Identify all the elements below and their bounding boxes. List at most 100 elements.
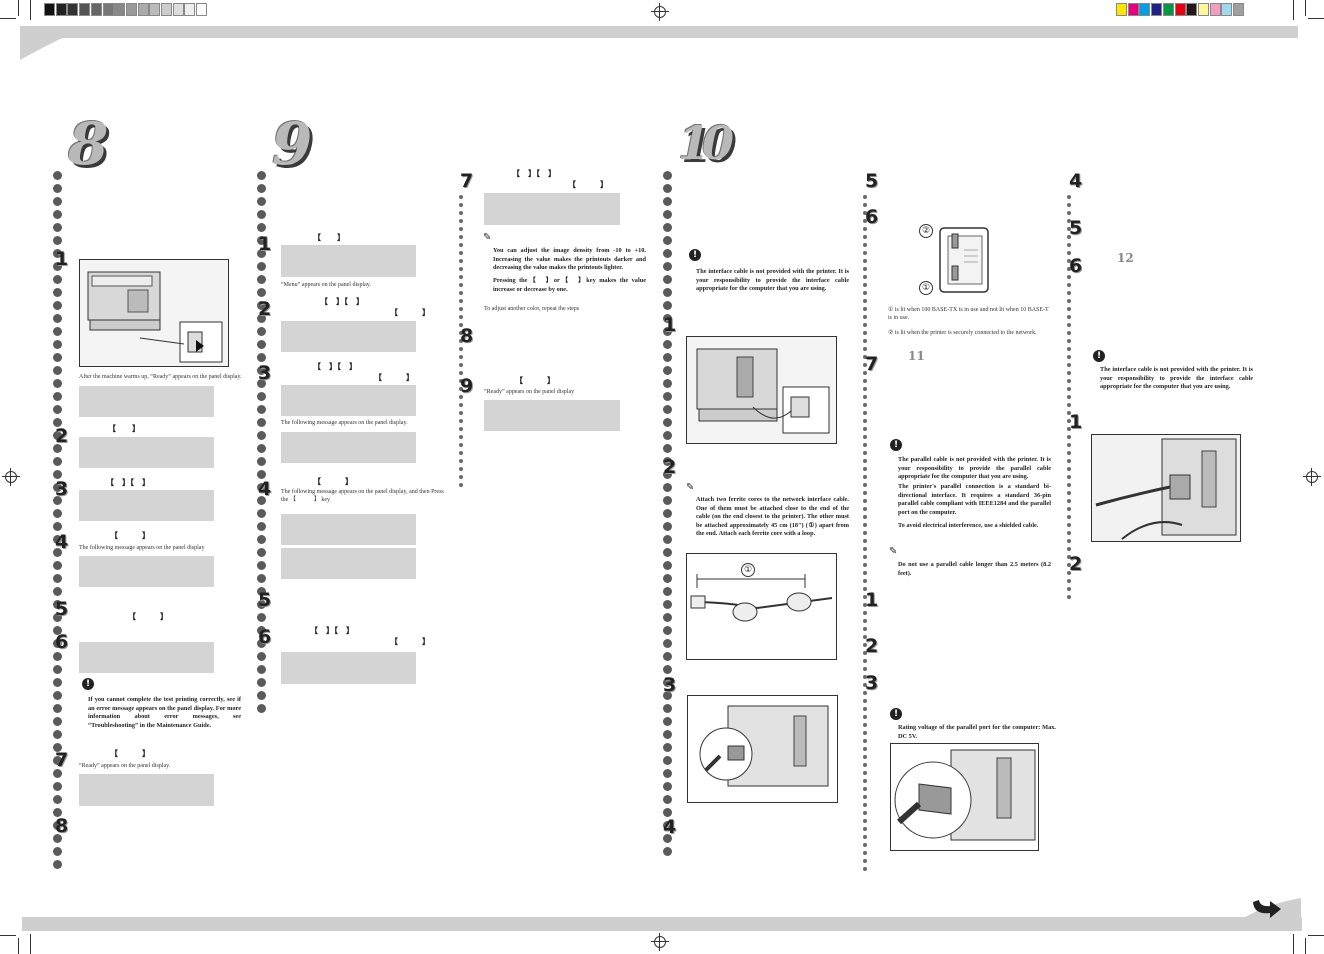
rail-dot bbox=[257, 301, 266, 310]
rail-dot bbox=[863, 835, 867, 839]
rail-dot bbox=[257, 210, 266, 219]
rail-dot bbox=[257, 678, 266, 687]
rail-dot bbox=[53, 704, 62, 713]
trim-mark bbox=[18, 0, 19, 16]
step-number: 3 bbox=[258, 362, 272, 384]
rail-dot bbox=[663, 444, 672, 453]
step-number: 2 bbox=[258, 298, 272, 320]
rail-dot bbox=[257, 574, 266, 583]
rail-dot bbox=[1067, 323, 1071, 327]
rail-dot bbox=[663, 210, 672, 219]
rail-dot bbox=[663, 743, 672, 752]
rail-dot bbox=[1067, 467, 1071, 471]
panel-display bbox=[79, 437, 214, 468]
rail-dot bbox=[53, 470, 62, 479]
step-number: 6 bbox=[1069, 255, 1083, 277]
color-swatch bbox=[44, 3, 55, 16]
color-swatch bbox=[79, 3, 91, 16]
rail-dot bbox=[863, 595, 867, 599]
ferrite-core-illustration bbox=[686, 553, 837, 660]
rail-dot bbox=[663, 327, 672, 336]
rail-dot bbox=[53, 288, 62, 297]
rail-dot bbox=[1067, 195, 1071, 199]
rail-dot bbox=[1067, 283, 1071, 287]
rail-dot bbox=[663, 717, 672, 726]
interface-cable-warning: The interface cable is not provided with… bbox=[696, 268, 849, 292]
trim-mark bbox=[30, 934, 31, 954]
rail-dot bbox=[863, 859, 867, 863]
rail-dot bbox=[53, 561, 62, 570]
parallel-cable-warning: The parallel cable is not provided with … bbox=[898, 456, 1051, 480]
color-swatch bbox=[102, 3, 114, 16]
rail-dot bbox=[863, 459, 867, 463]
rail-dot bbox=[1067, 451, 1071, 455]
color-swatch bbox=[90, 3, 102, 16]
rail-dot bbox=[257, 197, 266, 206]
key-label: 【 】 bbox=[390, 637, 430, 646]
color-swatch bbox=[137, 3, 149, 16]
rail-dot bbox=[863, 195, 867, 199]
rail-dot bbox=[663, 678, 672, 687]
rail-dot bbox=[459, 227, 463, 231]
key-label: 【 】 bbox=[108, 424, 140, 433]
section-number: 8 bbox=[68, 110, 108, 178]
rail-dot bbox=[663, 821, 672, 830]
footer-band bbox=[22, 917, 1302, 931]
rail-dot bbox=[53, 236, 62, 245]
panel-display bbox=[79, 490, 214, 521]
key-label: 【 】【 】 bbox=[313, 362, 357, 371]
key-label: 【 】 bbox=[128, 612, 168, 621]
step-number: 7 bbox=[55, 749, 69, 771]
rail-dot bbox=[863, 323, 867, 327]
rail-dot bbox=[863, 771, 867, 775]
key-label: 【 】 bbox=[568, 180, 608, 189]
rail-dot bbox=[1067, 235, 1071, 239]
rail-dot bbox=[663, 314, 672, 323]
rail-dot bbox=[863, 627, 867, 631]
rail-dot bbox=[459, 315, 463, 319]
rail-dot bbox=[53, 457, 62, 466]
rail-dot bbox=[863, 499, 867, 503]
rail-dot bbox=[459, 235, 463, 239]
press-note-key: 【 】 key bbox=[289, 496, 331, 503]
rail-dot bbox=[53, 522, 62, 531]
header-curl bbox=[20, 27, 92, 60]
panel-display bbox=[281, 385, 416, 416]
rail-dot bbox=[53, 678, 62, 687]
step-number: 8 bbox=[460, 325, 474, 347]
rail-dot bbox=[53, 210, 62, 219]
rail-dot bbox=[257, 483, 266, 492]
header-band bbox=[20, 26, 1298, 38]
rail-dot bbox=[663, 496, 672, 505]
step-number: 3 bbox=[663, 674, 677, 696]
rail-dot bbox=[863, 227, 867, 231]
rail-dot bbox=[1067, 403, 1071, 407]
rail-dot bbox=[53, 379, 62, 388]
step-number: 9 bbox=[460, 375, 474, 397]
rail-dot bbox=[53, 223, 62, 232]
rail-dot bbox=[257, 223, 266, 232]
rail-dot bbox=[1067, 243, 1071, 247]
rail-dot bbox=[663, 236, 672, 245]
rail-dot bbox=[257, 405, 266, 414]
rail-dot bbox=[863, 675, 867, 679]
rail-dot bbox=[863, 411, 867, 415]
rail-dot bbox=[863, 827, 867, 831]
color-swatch bbox=[161, 3, 172, 16]
rail-dot bbox=[1067, 307, 1071, 311]
rail-dot bbox=[459, 203, 463, 207]
step-number: 2 bbox=[55, 425, 69, 447]
color-swatch bbox=[1221, 3, 1233, 16]
parallel-cable-illustration bbox=[890, 743, 1039, 851]
rail-dot bbox=[1067, 267, 1071, 271]
rail-dot bbox=[1067, 443, 1071, 447]
pencil-note-icon: ✎ bbox=[483, 232, 492, 243]
rail-dot bbox=[863, 491, 867, 495]
ferrite-core-note: Attach two ferrite cores to the network … bbox=[696, 496, 849, 537]
rail-dot bbox=[257, 457, 266, 466]
section-number: 10 bbox=[678, 116, 734, 170]
next-page-arrow-icon[interactable] bbox=[1250, 898, 1284, 920]
rail-dot bbox=[53, 431, 62, 440]
rail-dot bbox=[863, 507, 867, 511]
rail-dot bbox=[53, 340, 62, 349]
